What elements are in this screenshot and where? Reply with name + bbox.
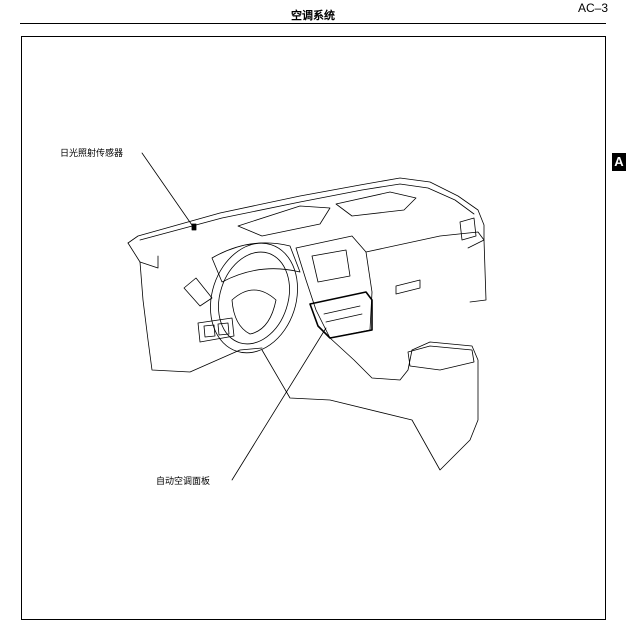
figure-frame — [21, 36, 606, 620]
defroster-recess-left — [237, 205, 331, 237]
callout-auto-ac-panel: 自动空调面板 — [156, 477, 211, 487]
section-tab: A — [612, 153, 626, 171]
dashboard-right-side — [365, 231, 487, 303]
sun-sensor — [191, 223, 197, 231]
center-console — [261, 337, 479, 471]
header-rule — [20, 23, 606, 24]
steering-wheel — [210, 242, 298, 354]
auto-ac-panel — [309, 291, 373, 339]
dashboard-left-lower — [139, 261, 263, 373]
page-header-title: 空调系统 — [291, 9, 335, 22]
armrest — [407, 345, 475, 371]
leader-line-sun-sensor — [141, 152, 195, 229]
left-switch-panel — [197, 317, 235, 343]
dashboard-top-outline — [127, 177, 485, 249]
glovebox-handle — [395, 279, 421, 295]
dashboard-left-side — [127, 242, 159, 269]
center-display — [311, 249, 351, 283]
instrument-hood — [211, 242, 301, 283]
defroster-recess-right — [335, 191, 417, 217]
callout-sun-sensor: 日光照射传感器 — [60, 149, 124, 159]
left-vent — [183, 277, 213, 307]
center-stack-outline — [295, 235, 373, 339]
dashboard-top-inner — [139, 183, 475, 241]
leader-line-ac-panel — [231, 327, 327, 481]
page-number: AC–3 — [577, 1, 608, 15]
right-vent — [459, 217, 477, 241]
